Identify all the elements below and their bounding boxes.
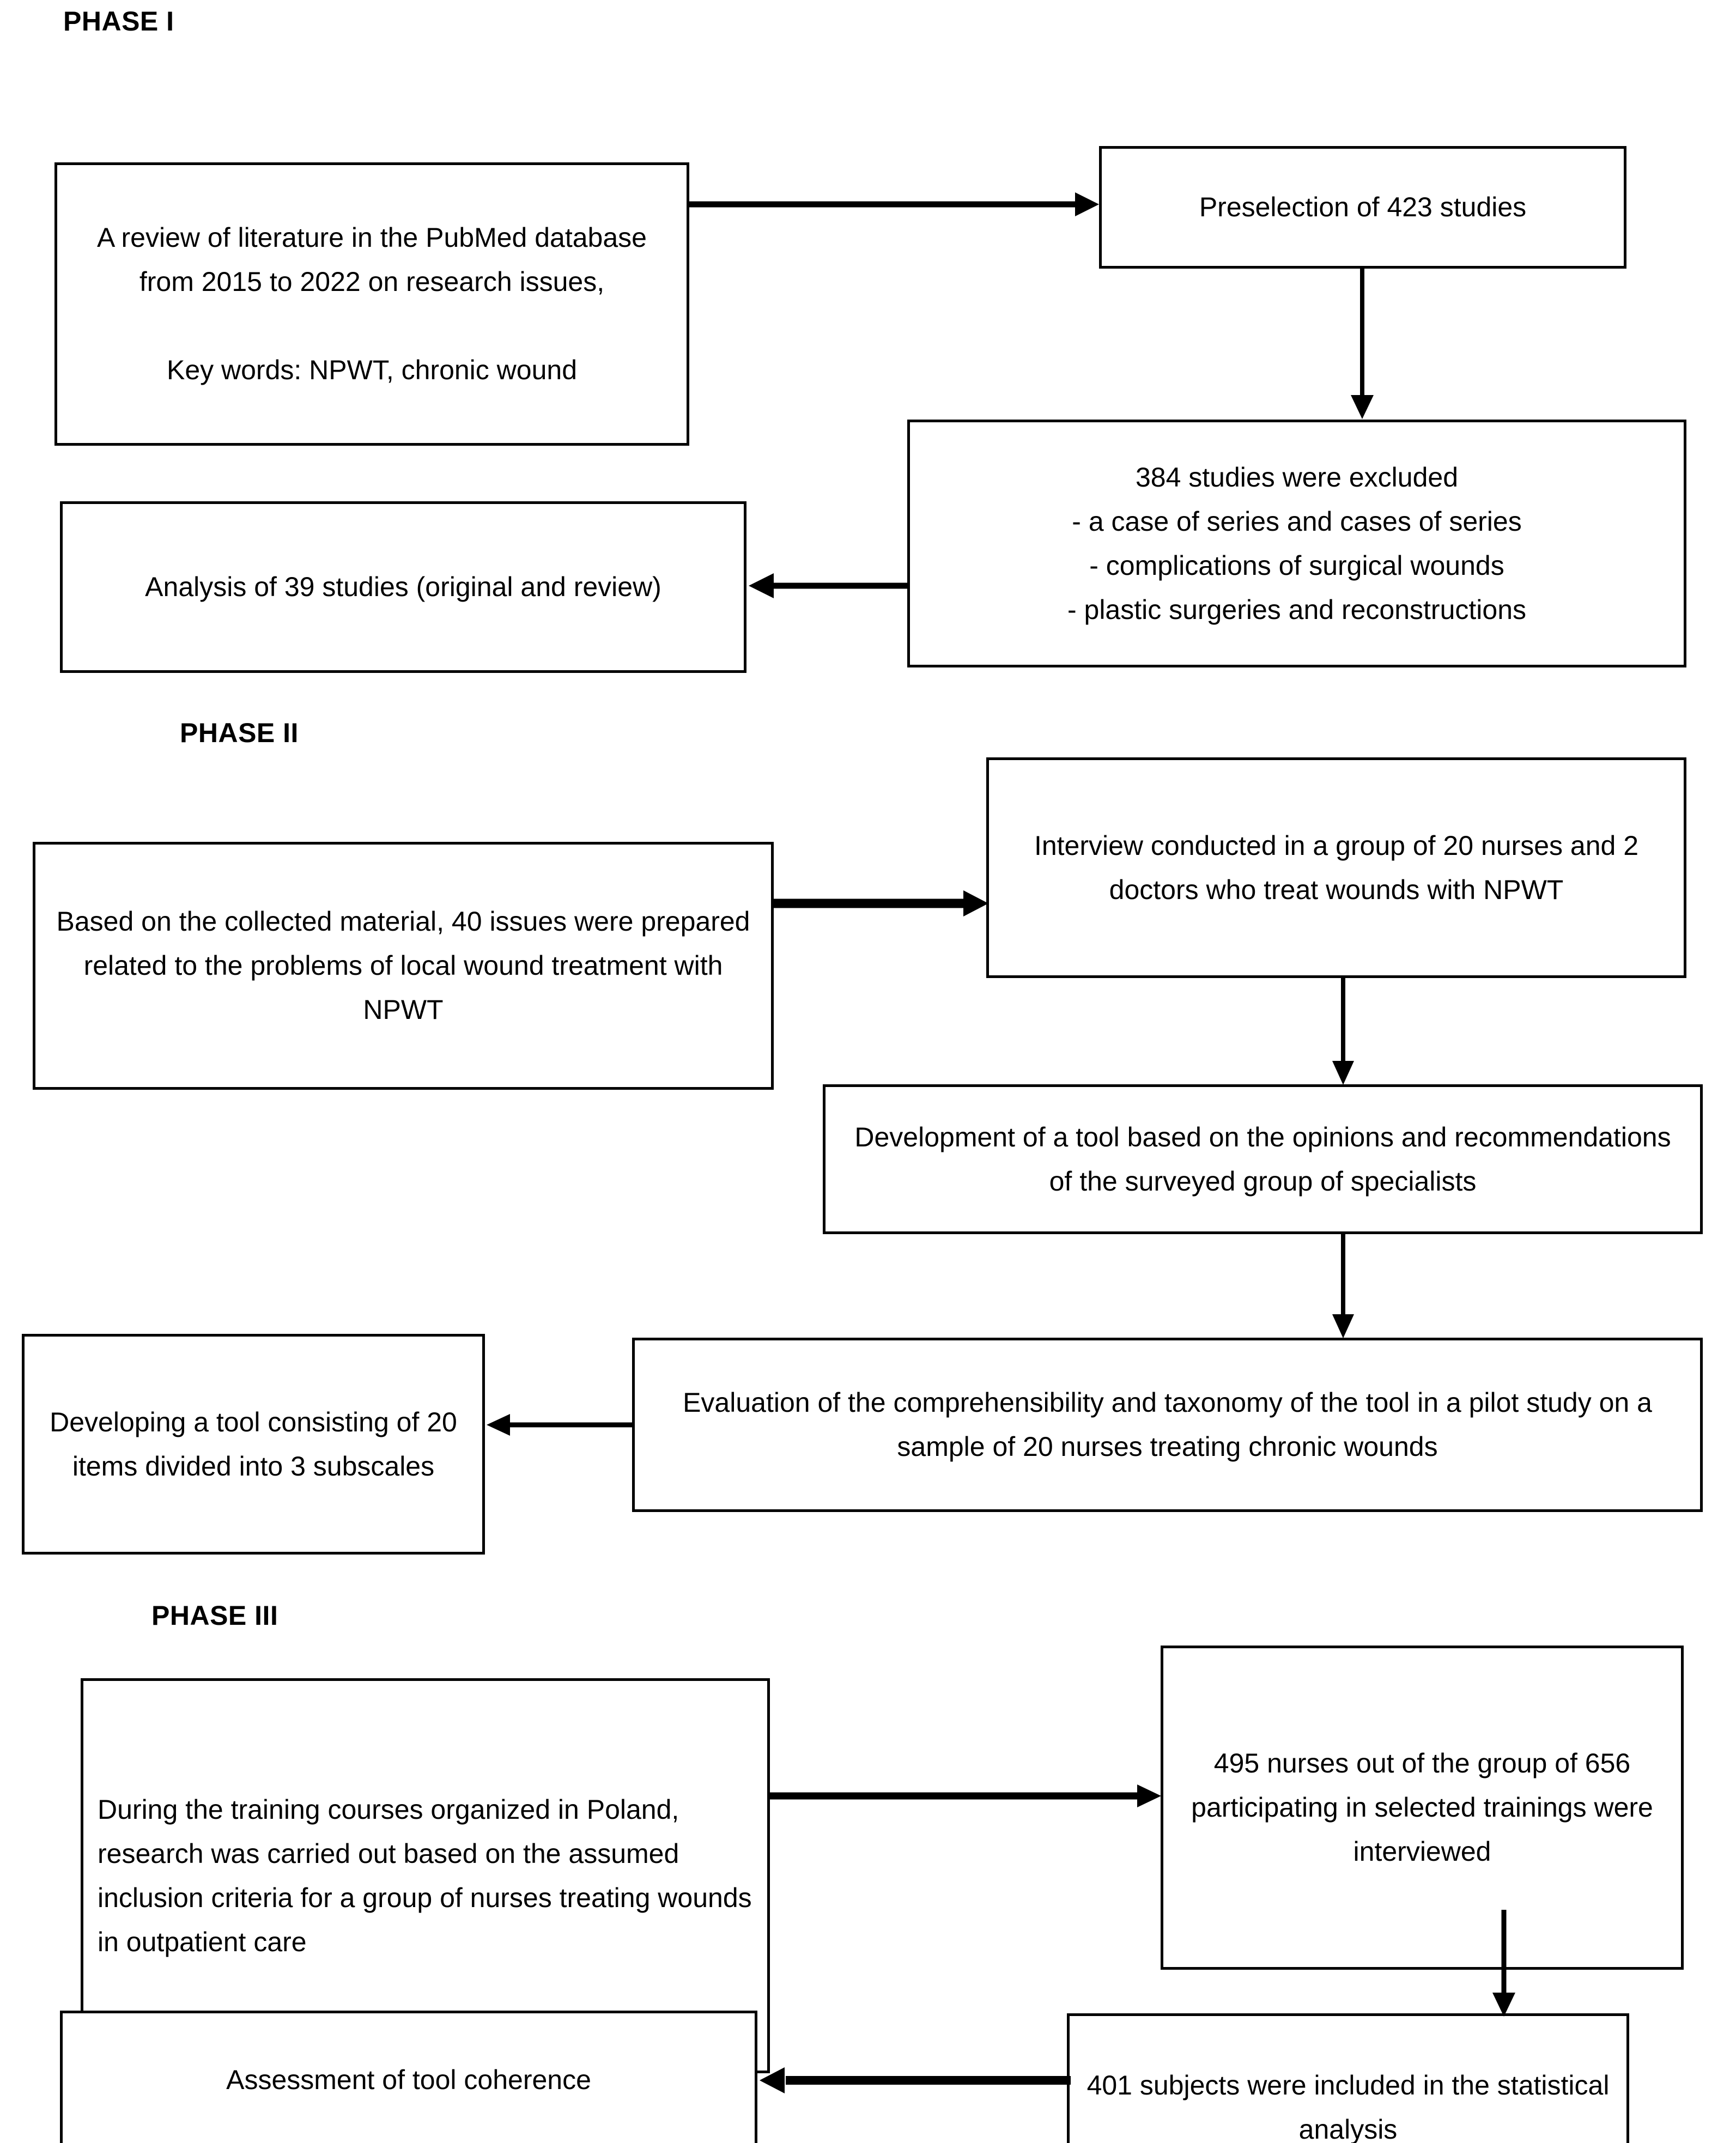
node-preselection: Preselection of 423 studies — [1099, 146, 1626, 269]
arrow-pilot-to-tool20 — [485, 1414, 635, 1436]
node-literature-review-text: A review of literature in the PubMed dat… — [97, 222, 647, 385]
node-tool-development-text: Development of a tool based on the opini… — [854, 1121, 1671, 1197]
node-literature-review: A review of literature in the PubMed dat… — [54, 162, 689, 446]
node-interview-20-text: Interview conducted in a group of 20 nur… — [1034, 830, 1639, 905]
node-tool-20-items: Developing a tool consisting of 20 items… — [22, 1334, 485, 1555]
phase-label-2: PHASE II — [180, 718, 299, 748]
node-interview-20: Interview conducted in a group of 20 nur… — [986, 757, 1686, 978]
node-preselection-text: Preselection of 423 studies — [1199, 192, 1527, 222]
node-tool-development: Development of a tool based on the opini… — [823, 1084, 1703, 1234]
node-tool-coherence-text: Assessment of tool coherence — [226, 2065, 591, 2095]
arrow-tooldev-to-pilot — [1332, 1234, 1354, 1340]
node-subjects-401-text: 401 subjects were included in the statis… — [1086, 2069, 1610, 2143]
node-training-courses: During the training courses organized in… — [81, 1678, 770, 2073]
node-excluded: 384 studies were excluded- a case of ser… — [907, 420, 1686, 667]
node-analysis-39: Analysis of 39 studies (original and rev… — [60, 501, 746, 673]
arrow-issues-to-interview — [774, 890, 992, 916]
node-tool-coherence: Assessment of tool coherence — [60, 2011, 757, 2143]
arrow-excluded-to-analysis — [746, 573, 910, 598]
node-tool-20-items-text: Developing a tool consisting of 20 items… — [50, 1406, 457, 1482]
arrow-preselection-to-excluded — [1351, 269, 1374, 421]
node-analysis-39-text: Analysis of 39 studies (original and rev… — [145, 572, 661, 602]
node-training-courses-text: During the training courses organized in… — [98, 1794, 752, 1957]
arrow-subjects-to-coherence — [757, 2067, 1071, 2093]
arrow-review-to-preselection — [689, 192, 1103, 216]
node-subjects-401: 401 subjects were included in the statis… — [1067, 2013, 1629, 2143]
node-issues-40-text: Based on the collected material, 40 issu… — [56, 906, 750, 1025]
node-issues-40: Based on the collected material, 40 issu… — [33, 842, 774, 1090]
node-nurses-495: 495 nurses out of the group of 656 parti… — [1161, 1646, 1684, 1970]
node-pilot-evaluation-text: Evaluation of the comprehensibility and … — [683, 1387, 1652, 1462]
node-excluded-text: 384 studies were excluded- a case of ser… — [1067, 462, 1527, 625]
arrow-nurses-to-subjects — [1492, 1910, 1515, 2019]
node-nurses-495-text: 495 nurses out of the group of 656 parti… — [1191, 1748, 1653, 1867]
arrow-interview-to-tooldev — [1332, 978, 1354, 1087]
node-pilot-evaluation: Evaluation of the comprehensibility and … — [632, 1338, 1703, 1512]
phase-label-3: PHASE III — [151, 1600, 278, 1631]
phase-label-1: PHASE I — [63, 6, 174, 37]
arrow-training-to-nurses — [770, 1784, 1165, 1807]
